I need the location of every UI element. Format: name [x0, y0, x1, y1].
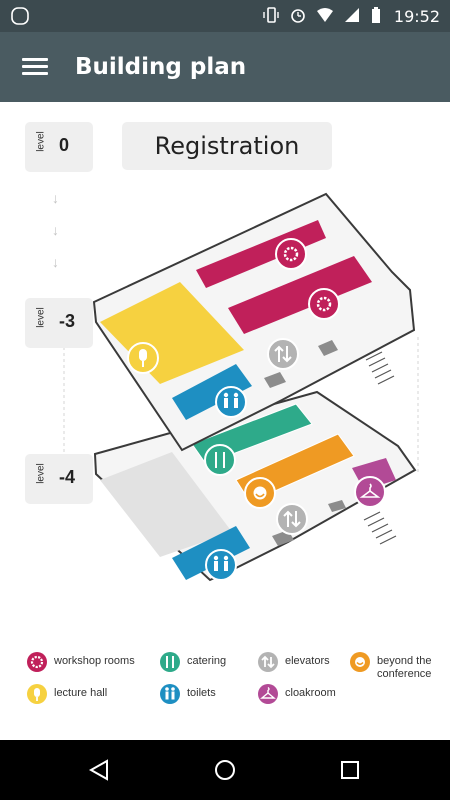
gear-icon: [27, 652, 47, 672]
level-selector-minus-3[interactable]: level -3: [25, 298, 93, 348]
microphone-icon: [27, 684, 47, 704]
legend-label: workshop rooms: [54, 655, 135, 667]
hanger-icon: [258, 684, 278, 704]
level-number: 0: [59, 135, 70, 155]
app-bar: Building plan: [0, 32, 450, 102]
navigation-bar: [0, 740, 450, 800]
microphone-icon: [139, 349, 147, 367]
marker-cloakroom[interactable]: [354, 476, 386, 508]
status-time: 19:52: [393, 7, 440, 26]
cutlery-icon: [215, 452, 225, 468]
gear-icon: [316, 296, 332, 312]
legend-beyond-conference: beyond the conference: [350, 652, 446, 681]
status-icons: [262, 6, 382, 24]
legend-label: catering: [187, 655, 227, 667]
room-workshop-1[interactable]: [196, 220, 326, 288]
room-toilets-minus-3[interactable]: [172, 364, 252, 420]
menu-button[interactable]: [14, 48, 56, 86]
alarm-icon: [291, 9, 305, 23]
level-number: -3: [59, 311, 76, 331]
legend-label: beyond the conference: [377, 655, 432, 680]
page-title: Building plan: [75, 54, 247, 80]
smiley-icon: [350, 652, 370, 672]
marker-elevator-minus-3[interactable]: [267, 338, 299, 370]
vibrate-icon: [263, 7, 279, 23]
toilets-icon: [223, 392, 239, 408]
battery-icon: [372, 7, 380, 23]
smiley-icon: [253, 486, 267, 500]
legend-toilets: toilets: [160, 684, 216, 704]
marker-toilets-minus-3[interactable]: [215, 386, 247, 418]
legend-label: toilets: [187, 687, 216, 699]
down-arrow-icon: ↓: [52, 222, 59, 238]
marker-workshop-2[interactable]: [308, 288, 340, 320]
floor-plan-map: [63, 192, 419, 582]
marker-workshop-1[interactable]: [275, 238, 307, 270]
app-notification-icon: [11, 7, 29, 25]
legend-catering: catering: [160, 652, 226, 672]
home-icon[interactable]: [212, 758, 238, 782]
toilets-icon: [213, 555, 229, 571]
legend-workshop-rooms: workshop rooms: [27, 652, 135, 672]
registration-button[interactable]: Registration: [122, 122, 332, 170]
status-bar: 19:52: [0, 0, 450, 32]
legend-cloakroom: cloakroom: [258, 684, 336, 704]
marker-lecture-hall[interactable]: [127, 342, 159, 374]
cutlery-icon: [160, 652, 180, 672]
level-selector-minus-4[interactable]: level -4: [25, 454, 93, 504]
down-arrow-icon: ↓: [52, 254, 59, 270]
marker-elevator-minus-4[interactable]: [276, 503, 308, 535]
elevator-icon: [283, 510, 301, 528]
signal-icon: [345, 8, 359, 22]
marker-catering[interactable]: [204, 444, 236, 476]
level-selector-0[interactable]: level 0: [25, 122, 93, 172]
back-icon[interactable]: [87, 758, 113, 782]
level-label: level: [35, 307, 47, 328]
level-label: level: [35, 131, 47, 152]
room-workshop-2[interactable]: [228, 256, 372, 334]
hanger-icon: [359, 483, 381, 498]
elevator-icon: [258, 652, 278, 672]
building-plan-view: level 0 level -3 level -4 Registration ↓…: [0, 102, 450, 740]
legend-label: cloakroom: [285, 687, 336, 699]
gear-icon: [283, 246, 299, 262]
floor-level-minus-3: [92, 192, 416, 452]
legend-elevators: elevators: [258, 652, 330, 672]
marker-beyond-conference[interactable]: [244, 477, 276, 509]
legend-label: lecture hall: [54, 687, 108, 699]
elevator-icon: [274, 345, 292, 363]
toilets-icon: [160, 684, 180, 704]
legend-label: elevators: [285, 655, 330, 667]
level-label: level: [35, 463, 47, 484]
legend-lecture-hall: lecture hall: [27, 684, 107, 704]
down-arrow-icon: ↓: [52, 190, 59, 206]
recents-icon[interactable]: [337, 758, 363, 782]
level-number: -4: [59, 467, 76, 487]
wifi-icon: [317, 8, 333, 22]
marker-toilets-minus-4[interactable]: [205, 549, 237, 581]
